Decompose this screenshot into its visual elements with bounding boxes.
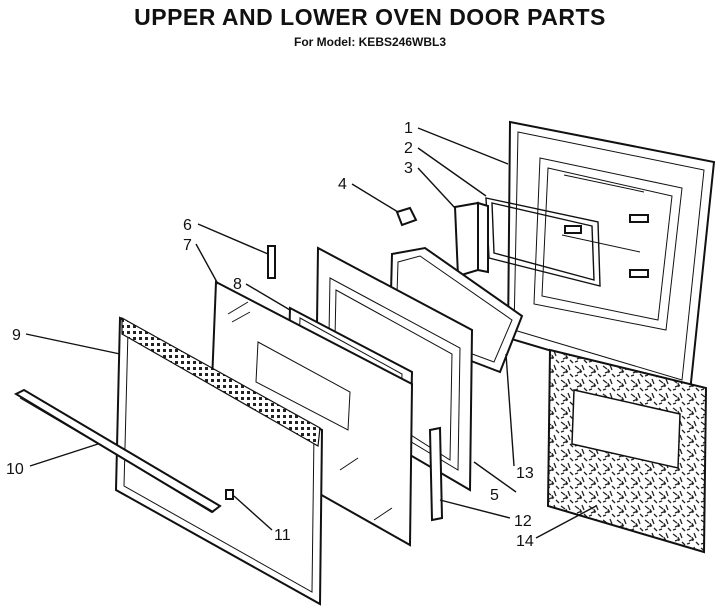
part-11-small-clip: [225, 489, 234, 500]
part-12-side-trim: [428, 426, 444, 522]
callout-3: 3: [404, 160, 413, 177]
part-1-inner-door-panel: [506, 120, 716, 394]
callout-5: 5: [490, 487, 499, 504]
callout-2: 2: [404, 140, 413, 157]
callout-labels: 1 2 3 4 5 6 7 8 9 10 11 12 13 14: [6, 120, 534, 550]
part-9-outer-door-frame: [114, 316, 324, 606]
part-14-insulation: [546, 348, 708, 554]
diagram-title: UPPER AND LOWER OVEN DOOR PARTS: [134, 4, 606, 30]
callout-14: 14: [516, 533, 534, 550]
callout-4: 4: [338, 176, 347, 193]
callout-10: 10: [6, 461, 24, 478]
model-subtitle: For Model: KEBS246WBL3: [293, 35, 446, 49]
callout-9: 9: [12, 327, 21, 344]
part-10-door-handle: [13, 388, 222, 514]
callout-13: 13: [516, 465, 534, 482]
leader-lines: [25, 127, 597, 539]
part-6-hinge-cover: [267, 245, 276, 279]
callout-6: 6: [183, 217, 192, 234]
callout-12: 12: [514, 513, 532, 530]
part-4-clip: [395, 206, 418, 227]
callout-11: 11: [274, 527, 291, 544]
callout-7: 7: [183, 237, 192, 254]
callout-1: 1: [404, 120, 413, 137]
callout-8: 8: [233, 276, 242, 293]
part-3-bracket: [453, 201, 489, 278]
